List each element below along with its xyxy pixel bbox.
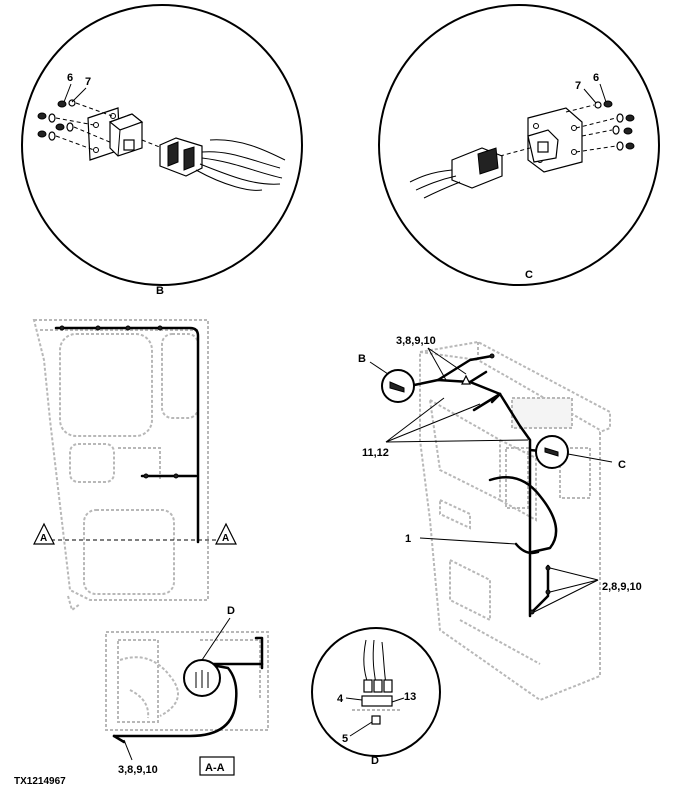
cab-isometric-view: 3,8,9,10 B 11,12 C 1 2,8,9,10 [358, 335, 642, 702]
callout-7-c: 7 [575, 80, 581, 92]
connector-b [141, 137, 286, 191]
harness-section-route [112, 662, 238, 738]
harness-side-route [54, 326, 200, 544]
callout-b-main: B [358, 353, 366, 365]
callout-6-b: 6 [67, 72, 73, 84]
callout-13: 13 [404, 691, 416, 703]
callout-11-12: 11,12 [362, 447, 389, 459]
section-a-left: A [40, 533, 47, 544]
screws-b [37, 99, 113, 151]
detail-c-circle [378, 4, 660, 286]
screws-c [565, 100, 635, 153]
callout-7-b: 7 [85, 76, 91, 88]
detail-b-label: B [156, 285, 164, 297]
relay-bracket-c [527, 107, 583, 173]
callout-3-8-9-10-section: 3,8,9,10 [118, 764, 158, 776]
section-arrow-right [215, 522, 237, 545]
section-arrow-left [33, 522, 55, 545]
connector-c [409, 147, 531, 199]
callout-6-c: 6 [593, 72, 599, 84]
callout-c-main: C [618, 459, 626, 471]
callout-2-8-9-10: 2,8,9,10 [602, 581, 642, 593]
relay-bracket-b [87, 107, 144, 161]
cab-side-view: A A [32, 319, 237, 612]
detail-d-label: D [371, 755, 379, 767]
callout-1: 1 [405, 533, 411, 545]
callout-5: 5 [342, 733, 348, 745]
section-a-a-label: A-A [205, 762, 225, 774]
section-a-a-view: D 3,8,9,10 A-A [105, 605, 269, 776]
relay-base-d [361, 695, 393, 707]
figure-id: TX1214967 [14, 776, 66, 787]
detail-d: 4 13 5 D [311, 627, 441, 767]
section-a-right: A [222, 533, 229, 544]
section-label-box [199, 756, 235, 776]
callout-3-8-9-10-main: 3,8,9,10 [396, 335, 436, 347]
detail-c: 7 6 C [378, 4, 660, 286]
callout-d-section: D [227, 605, 235, 617]
detail-b: 6 7 B [21, 4, 303, 297]
detail-c-label: C [525, 269, 533, 281]
callout-4: 4 [337, 693, 344, 705]
